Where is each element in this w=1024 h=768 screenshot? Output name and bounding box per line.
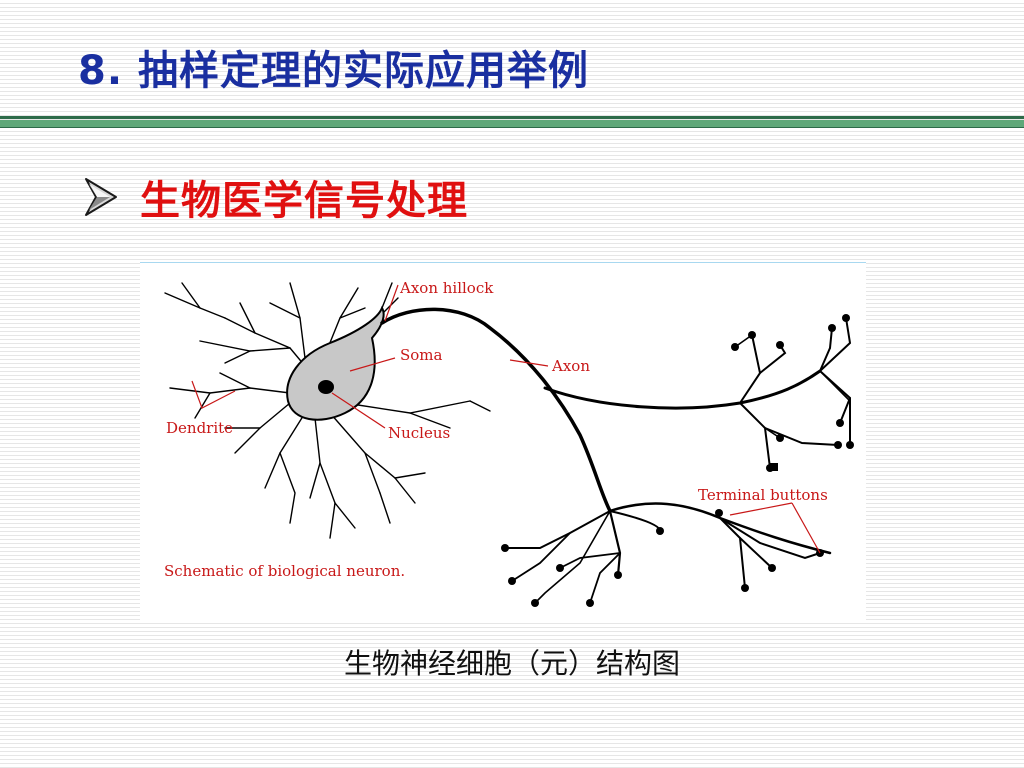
nucleus-dot [318, 380, 334, 394]
dendrites [164, 282, 491, 539]
soma-cell-body [286, 305, 385, 421]
label-axon-hillock: Axon hillock [399, 279, 494, 297]
label-pointer-lines [191, 284, 821, 554]
axon-tree [380, 307, 852, 604]
label-axon: Axon [551, 357, 590, 375]
label-nucleus: Nucleus [388, 424, 450, 442]
figure-caption: 生物神经细胞（元）结构图 [343, 647, 680, 680]
label-soma: Soma [400, 346, 443, 364]
label-terminal-buttons: Terminal buttons [698, 486, 828, 504]
title-rule-bar [0, 120, 1024, 128]
title-rule-line [0, 116, 1024, 119]
neuron-diagram: Axon hillock Soma Axon Nucleus Dendrite … [164, 279, 854, 607]
arrow-bullet-icon [85, 178, 117, 216]
terminal-button-dots [501, 314, 854, 607]
label-schematic-caption: Schematic of biological neuron. [164, 562, 405, 580]
neuron-figure: Axon hillock Soma Axon Nucleus Dendrite … [140, 262, 866, 621]
slide-title: 8. 抽样定理的实际应用举例 [78, 48, 589, 94]
bullet-row: 生物医学信号处理 [84, 168, 468, 226]
section-heading: 生物医学信号处理 [140, 178, 468, 224]
label-dendrite: Dendrite [166, 419, 233, 437]
